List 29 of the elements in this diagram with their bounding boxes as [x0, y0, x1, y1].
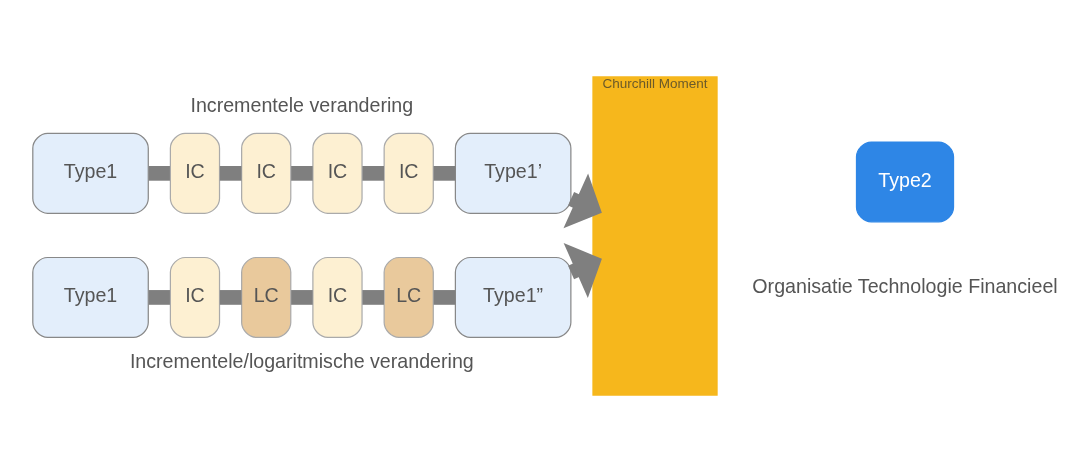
node-box: Churchill Moment [592, 75, 718, 396]
node-box: Type1 [32, 256, 149, 338]
connector [148, 289, 170, 305]
label: Incrementele/logaritmische verandering [129, 349, 474, 372]
node-box: IC [383, 132, 434, 214]
connector [362, 165, 384, 181]
connector [219, 165, 242, 181]
node-box: IC [312, 132, 363, 214]
connector [291, 289, 313, 305]
label: Incrementele verandering [190, 93, 414, 116]
node-box: Type2 [855, 140, 955, 222]
node-box: IC [312, 256, 363, 338]
connector [219, 289, 242, 305]
label: Organisatie Technologie Financieel [752, 274, 1058, 297]
node-box: Type1” [454, 256, 572, 338]
node-box: IC [169, 256, 221, 338]
node-box: LC [241, 256, 292, 338]
connector [362, 289, 384, 305]
connector [433, 289, 456, 305]
node-box: Type1’ [454, 132, 572, 214]
connector [148, 165, 170, 181]
node-box: IC [169, 132, 221, 214]
arrow [563, 173, 602, 228]
node-box: IC [241, 132, 292, 214]
arrow [563, 242, 602, 298]
connector [291, 165, 313, 181]
connector [433, 165, 456, 181]
node-box: Type1 [32, 132, 149, 214]
node-box: LC [383, 256, 434, 338]
